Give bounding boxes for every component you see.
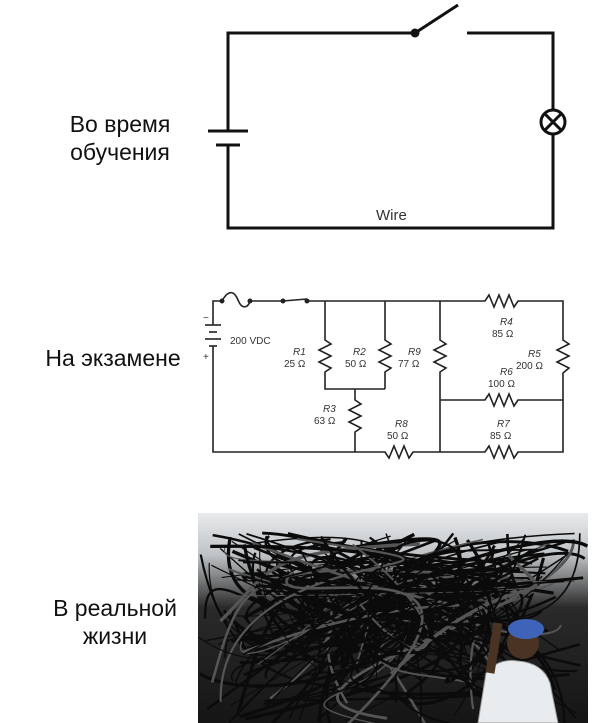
r3-name: R3 — [323, 404, 336, 415]
r9-name: R9 — [408, 347, 421, 358]
wire-strand — [256, 568, 427, 653]
wire-strand — [361, 539, 461, 658]
r2-value: 50 Ω — [345, 359, 367, 370]
r4-name: R4 — [500, 317, 513, 328]
label-exam: На экзамене — [45, 345, 181, 371]
r4-value: 85 Ω — [492, 329, 514, 340]
wire-strand — [219, 547, 393, 669]
wires-drawing — [198, 531, 588, 723]
wire-strand — [239, 548, 534, 719]
r7-value: 85 Ω — [490, 431, 512, 442]
wire-strand — [242, 541, 460, 654]
wire-strand — [389, 553, 538, 676]
wire-strand — [399, 567, 557, 626]
wire-strand — [347, 539, 588, 655]
wire-strand — [231, 568, 341, 643]
worker-figure — [477, 619, 559, 723]
wire-strand — [198, 537, 526, 661]
tangled-wires-photo — [198, 513, 588, 723]
switch-pivot — [410, 28, 420, 38]
r6-name: R6 — [500, 367, 513, 378]
wire-strand — [319, 581, 565, 631]
wire-strand — [219, 542, 421, 623]
r8-value: 50 Ω — [387, 431, 409, 442]
r1-value: 25 Ω — [284, 359, 306, 370]
r7-name: R7 — [497, 419, 510, 430]
wire-strand — [275, 556, 384, 720]
r2-name: R2 — [353, 347, 366, 358]
wire-strand — [336, 539, 575, 720]
wire-strand — [219, 537, 405, 702]
complex-circuit — [205, 291, 571, 461]
r8-name: R8 — [395, 419, 408, 430]
label-real-life: В реальной жизни — [53, 595, 177, 649]
minus-sign: − — [203, 313, 209, 324]
wire-strand — [369, 552, 494, 654]
wire-strand — [302, 566, 499, 595]
r6-value: 100 Ω — [488, 379, 515, 390]
r5-name: R5 — [528, 349, 541, 360]
label-training: Во время обучения — [69, 111, 171, 165]
r9-value: 77 Ω — [398, 359, 420, 370]
wire-strand — [285, 571, 424, 723]
wire-label: Wire — [376, 207, 407, 224]
simple-circuit — [208, 3, 567, 230]
r5-value: 200 Ω — [516, 361, 543, 372]
r3-value: 63 Ω — [314, 416, 336, 427]
r1-name: R1 — [293, 347, 306, 358]
plus-sign: + — [203, 352, 209, 363]
wire-strand — [352, 543, 430, 650]
source-label: 200 VDC — [230, 336, 271, 347]
wire-strand — [319, 535, 487, 642]
